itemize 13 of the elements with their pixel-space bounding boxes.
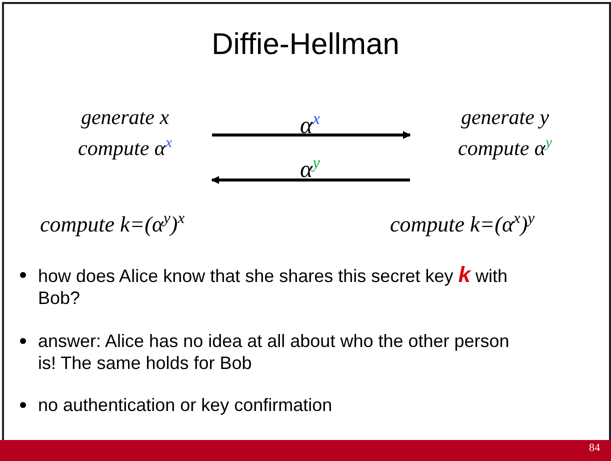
edge-label: α$^{x}$ <box>298 108 322 139</box>
arrow <box>212 131 411 139</box>
page-number: 84 <box>588 442 600 454</box>
formula-text: compute k=(α$^{y}$)$^{x}$ <box>40 209 185 238</box>
slide-title: Diffie-Hellman <box>210 28 400 62</box>
bullet-text: no authentication or key confirmation <box>38 395 332 415</box>
party-text: generate x compute α$^{x}$ <box>40 104 210 161</box>
formula-text: compute k=(α$^{x}$)$^{y}$ <box>390 209 535 238</box>
edge-label: α$^{y}$ <box>298 152 322 183</box>
party-text: generate y compute α$^{y}$ <box>420 104 590 161</box>
bullet-text: answer: Alice has no idea at all about who the other person is! The same holds for Bob <box>38 331 510 373</box>
arrow <box>211 176 410 184</box>
bullet-text: how does Alice know that she shares this secret key k with Bob? <box>38 266 508 308</box>
